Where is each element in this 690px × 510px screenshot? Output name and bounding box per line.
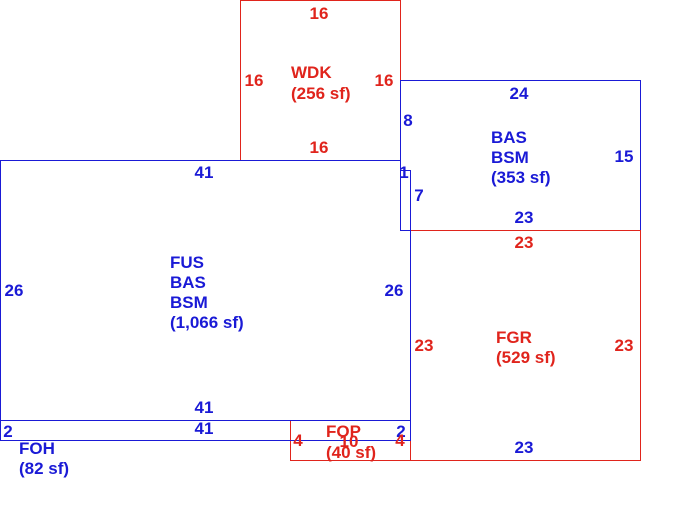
- bas-code-label: BAS: [491, 128, 527, 147]
- dim-fgr-bottom: 23: [515, 438, 534, 457]
- dim-bas-right: 15: [615, 147, 634, 166]
- wdk-code-label: WDK: [291, 63, 332, 82]
- dim-foh-top: 41: [195, 419, 214, 438]
- foh-outline: [0, 420, 411, 441]
- fop-area-label: (40 sf): [326, 443, 376, 462]
- dim-wdk-right: 16: [375, 71, 394, 90]
- dim-fus-top: 41: [195, 163, 214, 182]
- bas-code2-label: BSM: [491, 148, 529, 167]
- fus-code2-label: BAS: [170, 273, 206, 292]
- dim-bas-bottom: 23: [515, 208, 534, 227]
- dim-fus-right: 26: [385, 281, 404, 300]
- dim-wdk-top: 16: [310, 4, 329, 23]
- fop-code-label: FOP: [326, 422, 361, 441]
- dim-wdk-bottom: 16: [310, 138, 329, 157]
- fgr-area-label: (529 sf): [496, 348, 556, 367]
- fus-code-label: FUS: [170, 253, 204, 272]
- foh-code-label: FOH: [19, 439, 55, 458]
- dim-fop-width: 10: [340, 432, 359, 451]
- dim-bas-left: 8: [403, 111, 412, 130]
- dim-fgr-left: 23: [415, 336, 434, 355]
- fus-area-label: (1,066 sf): [170, 313, 244, 332]
- dim-fgr-right: 23: [615, 336, 634, 355]
- fus-code3-label: BSM: [170, 293, 208, 312]
- bas-area-label: (353 sf): [491, 168, 551, 187]
- fgr-code-label: FGR: [496, 328, 532, 347]
- dim-fus-bottom: 41: [195, 398, 214, 417]
- dim-fop-right: 4: [395, 431, 405, 450]
- dim-wdk-left: 16: [245, 71, 264, 90]
- wdk-area-label: (256 sf): [291, 84, 351, 103]
- dim-fgr-top: 23: [515, 233, 534, 252]
- dim-fus-jog-1: 1: [399, 163, 408, 182]
- dim-fus-left: 26: [5, 281, 24, 300]
- dim-foh-right: 2: [396, 422, 405, 441]
- dim-fop-left: 4: [293, 431, 303, 450]
- dim-fus-jog-7: 7: [414, 186, 423, 205]
- dim-bas-top: 24: [510, 84, 529, 103]
- foh-area-label: (82 sf): [19, 459, 69, 478]
- dim-foh-left: 2: [3, 422, 12, 441]
